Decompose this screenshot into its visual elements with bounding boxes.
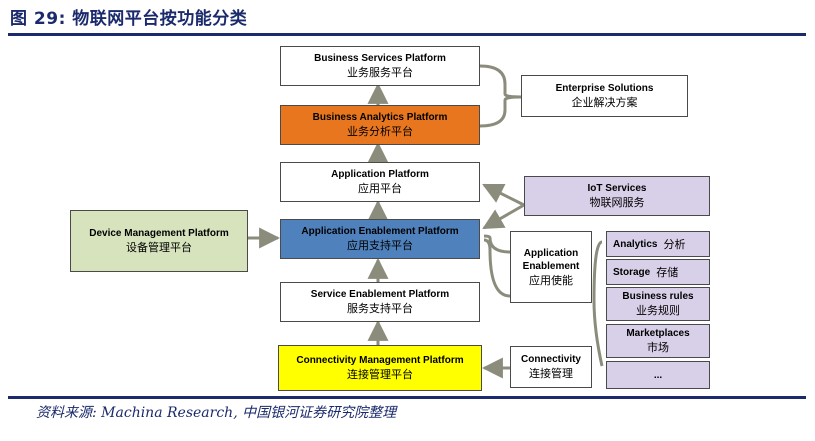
business-services-zh: 业务服务平台: [347, 66, 413, 79]
capability-more-en: ...: [653, 369, 663, 381]
application-enablement-en: Application Enablement Platform: [301, 226, 459, 237]
device-management-platform: Device Management Platform 设备管理平台: [70, 210, 248, 272]
connectivity-management-en: Connectivity Management Platform: [296, 355, 464, 366]
connectivity-side: Connectivity 连接管理: [510, 346, 592, 388]
business-services-en: Business Services Platform: [314, 53, 446, 64]
capability-more: ...: [606, 361, 710, 389]
capability-storage-en: Storage: [613, 266, 651, 278]
figure-title: 图 29: 物联网平台按功能分类: [10, 9, 248, 29]
business-analytics-zh: 业务分析平台: [347, 125, 413, 138]
capability-storage-zh: 存储: [656, 265, 679, 279]
device-management-en: Device Management Platform: [89, 228, 229, 239]
device-management-zh: 设备管理平台: [126, 241, 192, 254]
service-enablement-en: Service Enablement Platform: [310, 289, 450, 300]
brace-capabilities: [592, 240, 604, 367]
connectivity-side-en: Connectivity: [520, 354, 581, 365]
capability-analytics-zh: 分析: [663, 237, 686, 251]
connectivity-management-zh: 连接管理平台: [347, 368, 413, 381]
capability-business-rules-en: Business rules: [622, 291, 694, 302]
app-enablement-side-en: Application Enablement: [522, 247, 580, 272]
iot-services-en: IoT Services: [587, 183, 647, 194]
enterprise-solutions: Enterprise Solutions 企业解决方案: [521, 75, 688, 117]
application-enablement-platform: Application Enablement Platform 应用支持平台: [280, 219, 480, 259]
business-analytics-en: Business Analytics Platform: [312, 112, 448, 123]
capability-marketplaces-zh: 市场: [647, 341, 669, 354]
application-en: Application Platform: [331, 169, 429, 180]
enterprise-solutions-zh: 企业解决方案: [571, 96, 638, 109]
capability-marketplaces: Marketplaces 市场: [606, 324, 710, 358]
iot-services-zh: 物联网服务: [589, 196, 645, 209]
arrow-iot-to-enablement: [482, 203, 525, 230]
capability-marketplaces-en: Marketplaces: [626, 328, 690, 339]
brace-app-enablement-top: [483, 234, 511, 254]
business-analytics-platform: Business Analytics Platform 业务分析平台: [280, 105, 480, 145]
service-enablement-zh: 服务支持平台: [347, 302, 413, 315]
top-rule: [8, 33, 806, 36]
enterprise-solutions-en: Enterprise Solutions: [555, 83, 654, 94]
application-platform: Application Platform 应用平台: [280, 162, 480, 202]
brace-enterprise-top: [479, 64, 522, 99]
capability-business-rules-zh: 业务规则: [636, 304, 680, 317]
application-enablement-side: Application Enablement 应用使能: [510, 231, 592, 303]
capability-analytics: Analytics 分析: [606, 231, 710, 257]
iot-services: IoT Services 物联网服务: [524, 176, 710, 216]
capability-storage: Storage 存储: [606, 259, 710, 285]
capability-analytics-en: Analytics: [613, 238, 658, 250]
connectivity-management-platform: Connectivity Management Platform 连接管理平台: [278, 345, 482, 391]
application-zh: 应用平台: [358, 182, 402, 195]
brace-enterprise-bottom: [479, 95, 522, 128]
business-services-platform: Business Services Platform 业务服务平台: [280, 46, 480, 86]
connectivity-side-zh: 连接管理: [529, 367, 573, 380]
figure-source: 资料来源: Machina Research, 中国银河证券研究院整理: [36, 405, 397, 421]
app-enablement-side-zh: 应用使能: [529, 273, 573, 287]
arrow-iot-to-application: [482, 183, 525, 207]
capability-business-rules: Business rules 业务规则: [606, 287, 710, 321]
brace-app-enablement-bottom: [483, 238, 511, 298]
application-enablement-zh: 应用支持平台: [347, 239, 413, 252]
service-enablement-platform: Service Enablement Platform 服务支持平台: [280, 282, 480, 322]
bottom-rule: [8, 396, 806, 399]
